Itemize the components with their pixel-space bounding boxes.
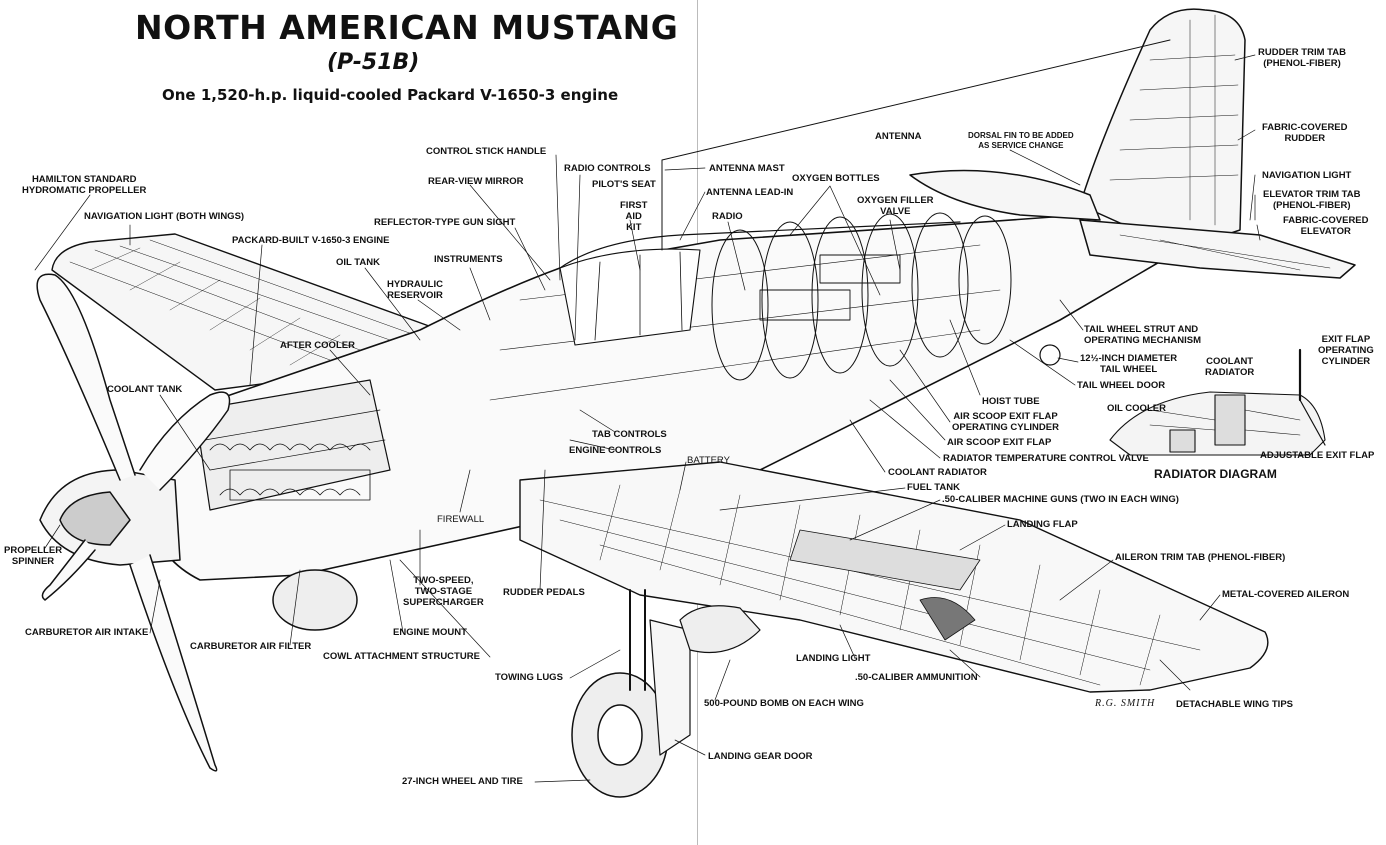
label-air-scoop-flap: AIR SCOOP EXIT FLAP — [947, 437, 1052, 448]
model-designation: (P-51B) — [327, 50, 420, 75]
label-navigation-light-wings: NAVIGATION LIGHT (BOTH WINGS) — [84, 211, 245, 222]
label-antenna: ANTENNA — [875, 131, 922, 142]
label-hoist-tube: HOIST TUBE — [982, 396, 1040, 407]
label-rudder-pedals: RUDDER PEDALS — [503, 587, 585, 598]
radiator-diagram-title: RADIATOR DIAGRAM — [1154, 467, 1277, 481]
label-engine-controls: ENGINE CONTROLS — [569, 445, 662, 456]
label-fuel-tank: FUEL TANK — [907, 482, 960, 493]
label-oxygen-filler-valve: OXYGEN FILLER VALVE — [857, 195, 934, 217]
label-pilots-seat: PILOT'S SEAT — [592, 179, 656, 190]
label-tail-wheel: 12½-INCH DIAMETER TAIL WHEEL — [1080, 353, 1178, 375]
label-coolant-tank: COOLANT TANK — [107, 384, 183, 395]
label-radio: RADIO — [712, 211, 743, 222]
engine-section — [194, 379, 391, 511]
label-landing-flap: LANDING FLAP — [1007, 519, 1078, 530]
label-adjustable-exit-flap: ADJUSTABLE EXIT FLAP — [1260, 450, 1375, 461]
antenna — [661, 39, 1171, 251]
radiator-diagram-drawing — [1109, 348, 1326, 456]
label-elevator-trim-tab: ELEVATOR TRIM TAB (PHENOL-FIBER) — [1263, 189, 1361, 211]
landing-gear — [272, 569, 761, 798]
leader-lines — [34, 54, 1261, 783]
label-radiator-diagram-coolant: COOLANT RADIATOR — [1205, 356, 1255, 378]
label-machine-guns: .50-CALIBER MACHINE GUNS (TWO IN EACH WI… — [942, 494, 1179, 505]
right-wing — [519, 461, 1269, 693]
label-tail-wheel-strut: TAIL WHEEL STRUT AND OPERATING MECHANISM — [1084, 324, 1201, 346]
label-metal-aileron: METAL-COVERED AILERON — [1222, 589, 1350, 600]
label-reflector-gun-sight: REFLECTOR-TYPE GUN SIGHT — [374, 217, 516, 228]
label-hamilton-propeller: HAMILTON STANDARD HYDROMATIC PROPELLER — [22, 174, 147, 196]
label-radio-controls: RADIO CONTROLS — [564, 163, 651, 174]
diagram-title: NORTH AMERICAN MUSTANG — [135, 8, 679, 47]
label-ammunition: .50-CALIBER AMMUNITION — [855, 672, 978, 683]
label-fabric-rudder: FABRIC-COVERED RUDDER — [1262, 122, 1348, 144]
label-landing-light: LANDING LIGHT — [796, 653, 871, 664]
label-towing-lugs: TOWING LUGS — [495, 672, 563, 683]
label-control-stick-handle: CONTROL STICK HANDLE — [426, 146, 547, 157]
label-antenna-lead-in: ANTENNA LEAD-IN — [706, 187, 794, 198]
label-instruments: INSTRUMENTS — [434, 254, 503, 265]
label-exit-flap-cylinder: EXIT FLAP OPERATING CYLINDER — [1318, 334, 1374, 367]
label-hydraulic-reservoir: HYDRAULIC RESERVOIR — [387, 279, 443, 301]
tail-assembly — [909, 8, 1356, 366]
label-rudder-trim-tab: RUDDER TRIM TAB (PHENOL-FIBER) — [1258, 47, 1346, 69]
label-after-cooler: AFTER COOLER — [280, 340, 355, 351]
artist-signature: R.G. SMITH — [1095, 698, 1156, 709]
label-cowl-attachment: COWL ATTACHMENT STRUCTURE — [323, 651, 480, 662]
label-battery: BATTERY — [687, 455, 730, 466]
label-detachable-wing-tips: DETACHABLE WING TIPS — [1176, 699, 1293, 710]
label-radiator-temp-valve: RADIATOR TEMPERATURE CONTROL VALVE — [943, 453, 1149, 464]
propeller — [36, 273, 231, 772]
label-tab-controls: TAB CONTROLS — [592, 429, 667, 440]
label-carburetor-filter: CARBURETOR AIR FILTER — [190, 641, 312, 652]
label-oxygen-bottles: OXYGEN BOTTLES — [792, 173, 880, 184]
label-carburetor-intake: CARBURETOR AIR INTAKE — [25, 627, 149, 638]
label-oil-cooler: OIL COOLER — [1107, 403, 1166, 414]
label-rear-view-mirror: REAR-VIEW MIRROR — [428, 176, 524, 187]
label-tail-wheel-door: TAIL WHEEL DOOR — [1077, 380, 1166, 391]
label-air-scoop-cylinder: AIR SCOOP EXIT FLAP OPERATING CYLINDER — [952, 411, 1059, 433]
label-wheel-tire: 27-INCH WHEEL AND TIRE — [402, 776, 523, 787]
label-aileron-trim-tab: AILERON TRIM TAB (PHENOL-FIBER) — [1115, 552, 1286, 563]
label-firewall: FIREWALL — [437, 514, 485, 525]
cockpit-frames — [559, 212, 1012, 381]
label-bomb: 500-POUND BOMB ON EACH WING — [704, 698, 864, 709]
label-navigation-light: NAVIGATION LIGHT — [1262, 170, 1352, 181]
label-supercharger: TWO-SPEED, TWO-STAGE SUPERCHARGER — [403, 575, 484, 608]
label-antenna-mast: ANTENNA MAST — [709, 163, 785, 174]
label-dorsal-fin: DORSAL FIN TO BE ADDED AS SERVICE CHANGE — [968, 131, 1074, 150]
engine-description: One 1,520-h.p. liquid-cooled Packard V-1… — [162, 86, 619, 104]
label-landing-gear-door: LANDING GEAR DOOR — [708, 751, 813, 762]
label-propeller-spinner: PROPELLER SPINNER — [4, 545, 63, 567]
label-first-aid-kit: FIRST AID KIT — [620, 200, 648, 233]
label-coolant-radiator: COOLANT RADIATOR — [888, 467, 987, 478]
label-fabric-elevator: FABRIC-COVERED ELEVATOR — [1283, 215, 1369, 237]
label-packard-engine: PACKARD-BUILT V-1650-3 ENGINE — [232, 235, 390, 246]
label-oil-tank: OIL TANK — [336, 257, 380, 268]
label-engine-mount: ENGINE MOUNT — [393, 627, 467, 638]
